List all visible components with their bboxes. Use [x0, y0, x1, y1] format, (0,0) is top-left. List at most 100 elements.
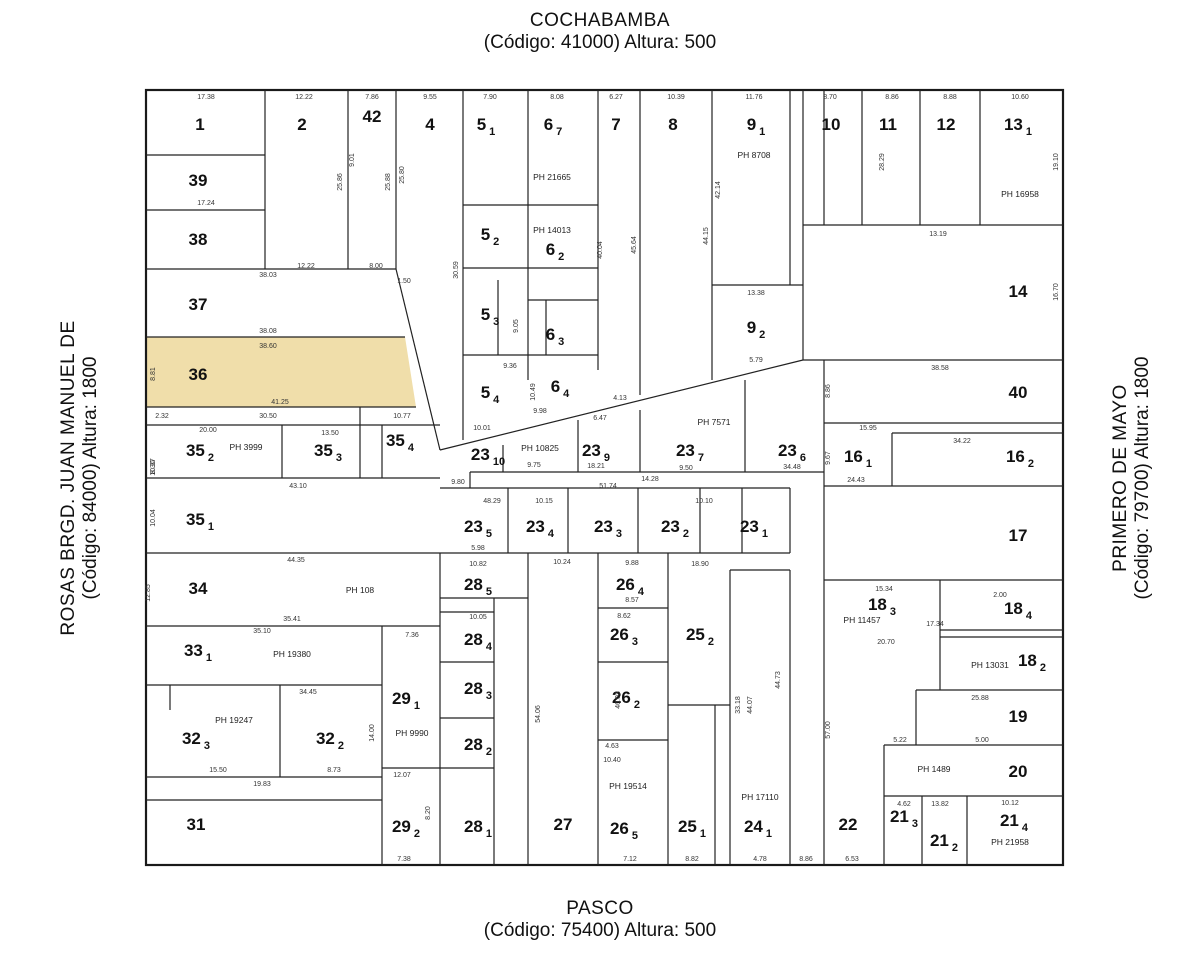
parcel-label[interactable]: 34 — [189, 579, 208, 598]
parcel-label[interactable]: 36 — [189, 365, 208, 384]
parcel-36-highlight[interactable] — [147, 337, 416, 407]
parcel-label[interactable]: 17 — [1009, 526, 1028, 545]
parcel-label[interactable]: 19 — [1009, 707, 1028, 726]
dimension-label: 6.53 — [845, 856, 859, 863]
dimension-label: 38.03 — [259, 272, 277, 279]
dimension-label: 44.73 — [775, 671, 782, 689]
dimension-label: 44.07 — [747, 696, 754, 714]
dimension-label: 12.22 — [297, 263, 315, 270]
parcel-label[interactable]: 20 — [1009, 762, 1028, 781]
dimension-label: 20.00 — [199, 427, 217, 434]
dimension-label: 45.64 — [631, 236, 638, 254]
ph-label: PH 16958 — [1001, 189, 1039, 199]
parcel-label[interactable]: 42 — [363, 107, 382, 126]
parcel-label[interactable]: 8 — [668, 115, 677, 134]
parcel-label[interactable]: 37 — [189, 295, 208, 314]
dimension-label: 5.22 — [893, 737, 907, 744]
parcel-label[interactable]: 38 — [189, 230, 208, 249]
parcel-label[interactable]: 1 — [195, 115, 204, 134]
dimension-label: 10.04 — [150, 509, 157, 527]
dimension-label: 20.70 — [877, 639, 895, 646]
dimension-label: 24.43 — [847, 477, 865, 484]
dimension-label: 9.88 — [625, 560, 639, 567]
dimension-label: 12.85 — [145, 584, 152, 602]
parcel-label[interactable]: 7 — [611, 115, 620, 134]
parcel-label[interactable]: 22 — [839, 815, 858, 834]
dimension-label: 15.50 — [209, 767, 227, 774]
dimension-label: 9.50 — [679, 465, 693, 472]
parcel-label[interactable]: 10 — [822, 115, 841, 134]
dimension-label: 8.86 — [799, 856, 813, 863]
dimension-label: 46.03 — [615, 691, 622, 709]
parcel-label[interactable]: 4 — [425, 115, 435, 134]
parcel-label[interactable]: 11 — [879, 115, 897, 134]
dimension-label: 18.21 — [587, 463, 605, 470]
parcel-label[interactable]: 14 — [1009, 282, 1028, 301]
parcel-label[interactable]: 12 — [937, 115, 956, 134]
dimension-label: 10.39 — [667, 94, 685, 101]
dimension-label: 40.04 — [597, 241, 604, 259]
ph-label: PH 3999 — [229, 442, 262, 452]
parcel-label[interactable]: 27 — [554, 815, 573, 834]
dimension-label: 10.24 — [553, 559, 571, 566]
dimension-label: 13.38 — [747, 290, 765, 297]
parcel-label[interactable]: 31 — [187, 815, 206, 834]
dimension-label: 12.22 — [295, 94, 313, 101]
parcel-label[interactable]: 40 — [1009, 383, 1028, 402]
parcel-label[interactable]: 2 — [297, 115, 306, 134]
parcel-label[interactable]: 39 — [189, 171, 208, 190]
dimension-label: 4.78 — [753, 856, 767, 863]
ph-label: PH 17110 — [741, 792, 778, 802]
